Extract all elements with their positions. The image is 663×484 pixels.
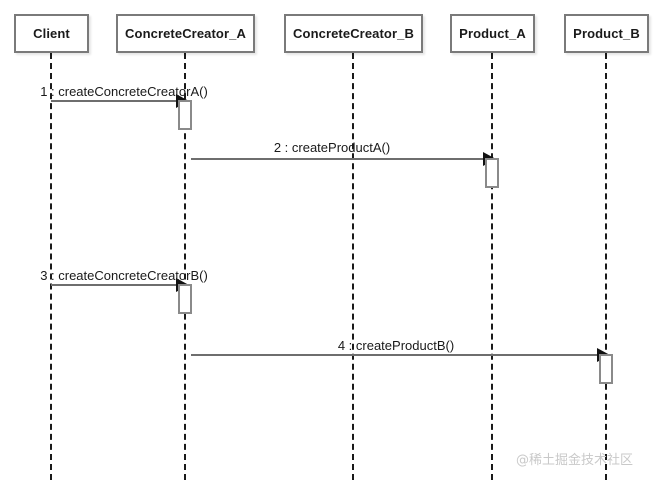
participant-label: Product_B bbox=[573, 26, 640, 41]
lifeline-concretecreator_a bbox=[184, 53, 186, 480]
activation-bar-product_a-1 bbox=[485, 158, 499, 188]
watermark: @稀土掘金技术社区 bbox=[516, 453, 634, 468]
message-label-4: 4 : createProductB() bbox=[337, 338, 455, 353]
message-line-4 bbox=[191, 354, 598, 356]
activation-bar-concretecreator_a-2 bbox=[178, 284, 192, 314]
participant-label: ConcreteCreator_B bbox=[293, 26, 414, 41]
participant-concretecreator_a[interactable]: ConcreteCreator_A bbox=[116, 14, 255, 53]
message-label-1: 1 : createConcreteCreatorA() bbox=[40, 84, 208, 99]
message-line-2 bbox=[191, 158, 484, 160]
lifeline-concretecreator_b bbox=[352, 53, 354, 480]
message-label-2: 2 : createProductA() bbox=[273, 140, 391, 155]
activation-bar-concretecreator_a-0 bbox=[178, 100, 192, 130]
participant-label: Product_A bbox=[459, 26, 526, 41]
message-line-1 bbox=[51, 100, 177, 102]
activation-bar-product_b-3 bbox=[599, 354, 613, 384]
participant-label: ConcreteCreator_A bbox=[125, 26, 246, 41]
participant-product_a[interactable]: Product_A bbox=[450, 14, 535, 53]
participant-concretecreator_b[interactable]: ConcreteCreator_B bbox=[284, 14, 423, 53]
participant-label: Client bbox=[33, 26, 70, 41]
message-line-3 bbox=[51, 284, 177, 286]
lifeline-product_a bbox=[491, 53, 493, 480]
participant-client[interactable]: Client bbox=[14, 14, 89, 53]
lifeline-client bbox=[50, 53, 52, 480]
lifeline-product_b bbox=[605, 53, 607, 480]
message-label-3: 3 : createConcreteCreatorB() bbox=[40, 268, 208, 283]
participant-product_b[interactable]: Product_B bbox=[564, 14, 649, 53]
